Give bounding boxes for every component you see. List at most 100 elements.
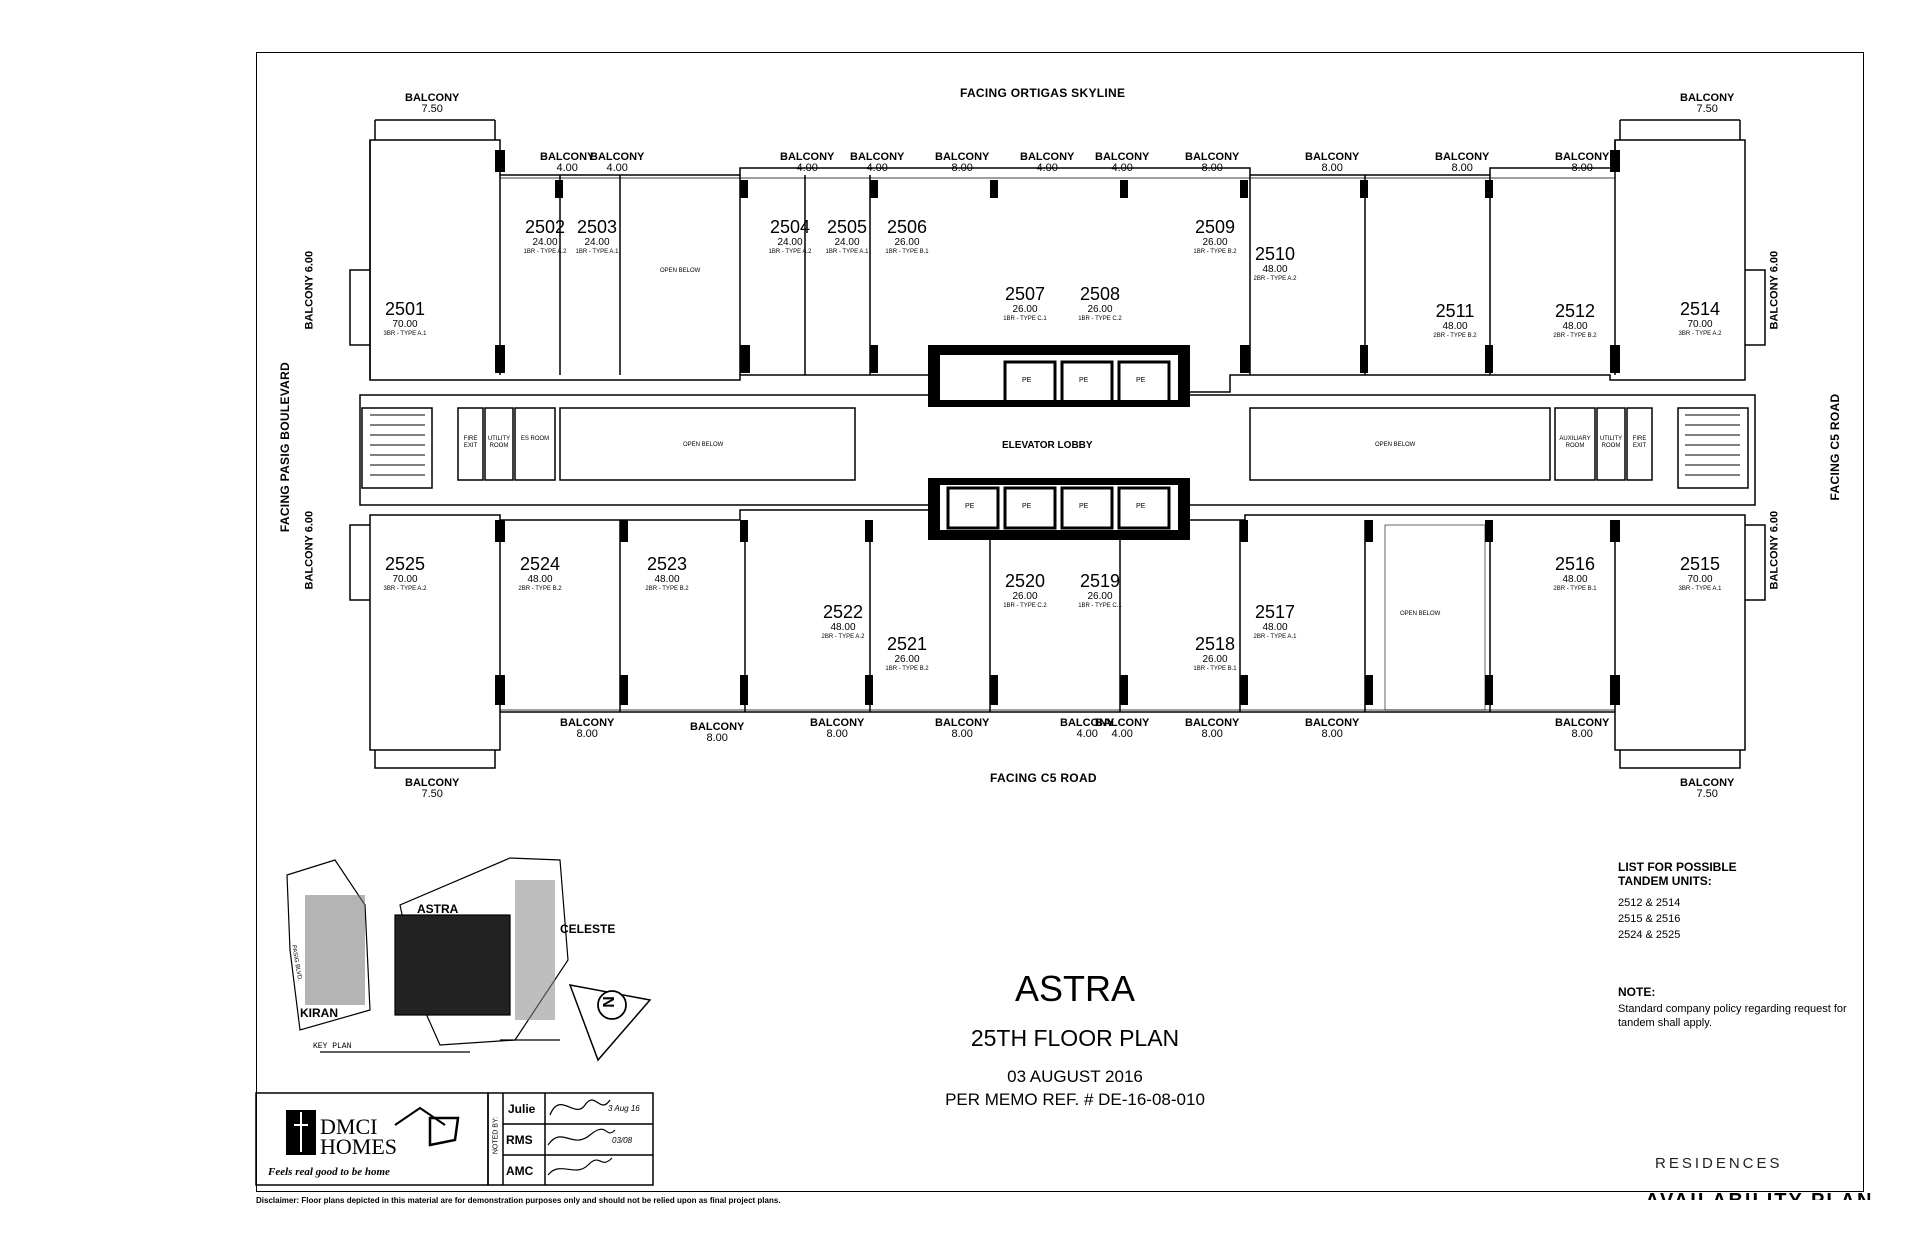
unit-no: 2510 bbox=[1254, 244, 1296, 264]
elevator-lobby-label: ELEVATOR LOBBY bbox=[1002, 440, 1093, 451]
balcony-depth: 7.50 bbox=[1696, 103, 1718, 115]
unit-no: 2524 bbox=[519, 554, 561, 574]
note-text: Standard company policy regarding reques… bbox=[1618, 1003, 1847, 1029]
unit-type: 1BR - TYPE B.1 bbox=[885, 249, 929, 255]
unit-type: 2BR - TYPE B.2 bbox=[645, 586, 689, 592]
balcony-word: BALCONY bbox=[850, 151, 905, 163]
logo-tagline: Feels real good to be home bbox=[268, 1166, 390, 1178]
unit-area: 70.00 bbox=[392, 319, 418, 330]
unit-area: 24.00 bbox=[532, 237, 558, 248]
balcony-depth: 8.00 bbox=[1321, 162, 1343, 174]
unit-no: 2502 bbox=[524, 217, 566, 237]
unit-area: 26.00 bbox=[894, 237, 920, 248]
facing-top-label: FACING ORTIGAS SKYLINE bbox=[960, 86, 1126, 100]
balcony-word: BALCONY bbox=[590, 151, 645, 163]
unit-type: 1BR - TYPE A.1 bbox=[825, 249, 869, 255]
unit-no: 2509 bbox=[1194, 217, 1236, 237]
unit-no: 2505 bbox=[826, 217, 868, 237]
unit-type: 2BR - TYPE B.1 bbox=[1553, 586, 1597, 592]
balcony-depth: 7.50 bbox=[421, 103, 443, 115]
balcony-depth: 4.00 bbox=[1076, 728, 1098, 740]
unit-type: 3BR - TYPE A.1 bbox=[1678, 586, 1722, 592]
logo-brand: DMCI HOMES bbox=[320, 1116, 397, 1158]
key-plan-celeste: CELESTE bbox=[560, 922, 616, 936]
unit-no: 2521 bbox=[886, 634, 928, 654]
unit-no: 2503 bbox=[576, 217, 618, 237]
unit-area: 48.00 bbox=[1442, 321, 1468, 332]
unit-type: 1BR - TYPE A.1 bbox=[575, 249, 619, 255]
note-heading: NOTE: bbox=[1618, 985, 1656, 999]
unit-type: 1BR - TYPE C.1 bbox=[1078, 603, 1122, 609]
unit-type: 1BR - TYPE C.2 bbox=[1078, 316, 1122, 322]
balcony-depth: 7.50 bbox=[421, 788, 443, 800]
balcony-side-3: BALCONY 6.00 bbox=[1768, 510, 1781, 590]
balcony-word: BALCONY bbox=[1680, 777, 1735, 789]
balcony-word: BALCONY bbox=[1185, 717, 1240, 729]
unit-no: 2517 bbox=[1254, 602, 1296, 622]
balcony-depth: 4.00 bbox=[1111, 728, 1133, 740]
open-below-label-left: OPEN BELOW bbox=[683, 442, 724, 448]
approver-1-date: 3 Aug 16 bbox=[608, 1104, 640, 1113]
balcony-depth: 4.00 bbox=[1111, 162, 1133, 174]
unit-no: 2508 bbox=[1079, 284, 1121, 304]
tandem-item: 2524 & 2525 bbox=[1618, 929, 1681, 941]
balcony-word: BALCONY bbox=[1680, 92, 1735, 104]
unit-no: 2520 bbox=[1004, 571, 1046, 591]
key-plan-kiran: KIRAN bbox=[300, 1006, 338, 1020]
balcony-word: BALCONY bbox=[780, 151, 835, 163]
auxiliary-room-label: AUXILIARY ROOM bbox=[1559, 436, 1591, 449]
disclaimer: Disclaimer: Floor plans depicted in this… bbox=[256, 1196, 781, 1205]
balcony-word: BALCONY bbox=[1435, 151, 1490, 163]
unit-area: 24.00 bbox=[777, 237, 803, 248]
unit-no: 2506 bbox=[886, 217, 928, 237]
unit-area: 70.00 bbox=[1687, 574, 1713, 585]
approver-2: RMS bbox=[506, 1133, 533, 1147]
balcony-depth: 4.00 bbox=[606, 162, 628, 174]
unit-area: 26.00 bbox=[1012, 304, 1038, 315]
unit-no: 2512 bbox=[1554, 301, 1596, 321]
availability-plan-label: AVAILABILITY PLAN bbox=[1645, 1190, 1873, 1200]
balcony-depth: 8.00 bbox=[1321, 728, 1343, 740]
balcony-depth: 8.00 bbox=[576, 728, 598, 740]
unit-no: 2515 bbox=[1679, 554, 1721, 574]
unit-type: 3BR - TYPE A.1 bbox=[383, 331, 427, 337]
balcony-word: BALCONY bbox=[1095, 717, 1150, 729]
balcony-word: BALCONY bbox=[1305, 717, 1360, 729]
unit-type: 1BR - TYPE B.2 bbox=[885, 666, 929, 672]
pe-label: PE bbox=[1022, 377, 1032, 384]
balcony-word: BALCONY bbox=[1095, 151, 1150, 163]
balcony-depth: 8.00 bbox=[826, 728, 848, 740]
balcony-word: BALCONY bbox=[1020, 151, 1075, 163]
balcony-word: BALCONY bbox=[1305, 151, 1360, 163]
balcony-word: BALCONY bbox=[1555, 717, 1610, 729]
unit-no: 2507 bbox=[1004, 284, 1046, 304]
unit-type: 2BR - TYPE A.2 bbox=[821, 634, 865, 640]
balcony-depth: 8.00 bbox=[951, 162, 973, 174]
unit-area: 48.00 bbox=[527, 574, 553, 585]
unit-no: 2523 bbox=[646, 554, 688, 574]
balcony-word: BALCONY bbox=[1060, 717, 1115, 729]
balcony-word: BALCONY bbox=[405, 92, 460, 104]
open-below-label-bottom: OPEN BELOW bbox=[1400, 611, 1441, 617]
